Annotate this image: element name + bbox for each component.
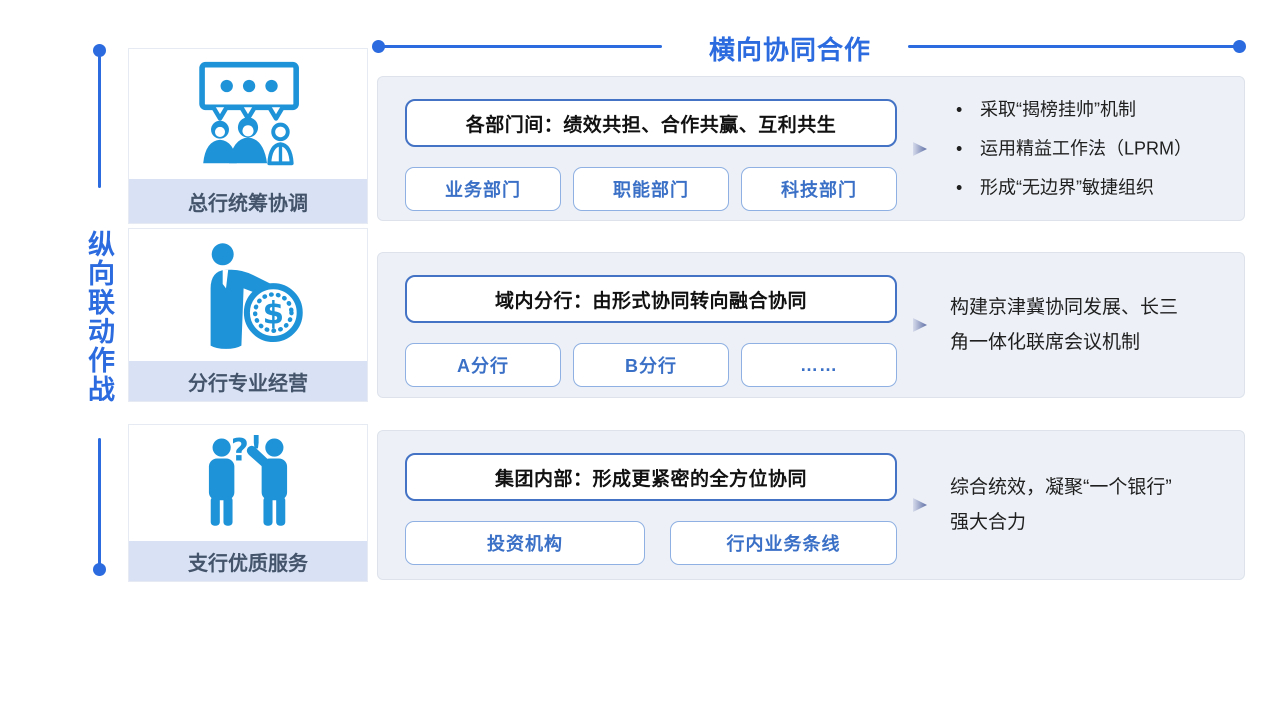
- discussion-people-icon: [129, 49, 367, 179]
- note-line: 构建京津冀协同发展、长三: [950, 297, 1179, 318]
- banker-with-coin-icon: $: [129, 229, 367, 361]
- tag-investment-orgs: 投资机构: [405, 521, 645, 565]
- right-arrow-icon: [911, 316, 929, 334]
- header-line-left-dot: [372, 40, 385, 53]
- note-item: 形成“无边界”敏捷组织: [950, 168, 1242, 207]
- header-line-left: [382, 45, 662, 48]
- note-line: 综合统效，凝聚“一个银行”: [950, 477, 1172, 498]
- panel-departments-title: 各部门间：绩效共担、合作共赢、互利共生: [405, 99, 897, 147]
- card-label-branch: 分行专业经营: [129, 361, 367, 401]
- svg-text:?: ?: [231, 433, 249, 468]
- card-label-head-office: 总行统筹协调: [129, 179, 367, 223]
- tag-tech-dept: 科技部门: [741, 167, 897, 211]
- vertical-rail-label: 纵向联动作战: [84, 230, 114, 404]
- header-line-right: [908, 45, 1236, 48]
- vertical-rail-top-line: [98, 56, 101, 188]
- tag-business-lines: 行内业务条线: [670, 521, 897, 565]
- note-line: 角一体化联席会议机制: [950, 332, 1141, 353]
- panel-group-internal: 集团内部：形成更紧密的全方位协同 投资机构 行内业务条线 综合统效，凝聚“一个银…: [377, 430, 1245, 580]
- note-item: 运用精益工作法（LPRM）: [950, 129, 1242, 168]
- tag-business-dept: 业务部门: [405, 167, 561, 211]
- card-sub-branch: ? ! 支行优质服务: [128, 424, 368, 582]
- header-title: 横向协同合作: [708, 35, 871, 65]
- right-arrow-icon: [911, 496, 929, 514]
- card-branch: $ 分行专业经营: [128, 228, 368, 402]
- panel-regional-title: 域内分行：由形式协同转向融合协同: [405, 275, 897, 323]
- panel-regional-branches: 域内分行：由形式协同转向融合协同 A分行 B分行 …… 构建京津冀协同发展、长三…: [377, 252, 1245, 398]
- vertical-rail-bottom-dot: [93, 563, 106, 576]
- panel-departments-notes: 采取“揭榜挂帅”机制 运用精益工作法（LPRM） 形成“无边界”敏捷组织: [950, 90, 1242, 207]
- note-line: 强大合力: [950, 512, 1027, 533]
- panel-group-title: 集团内部：形成更紧密的全方位协同: [405, 453, 897, 501]
- svg-text:!: !: [250, 433, 262, 462]
- header-line-right-dot: [1233, 40, 1246, 53]
- tag-function-dept: 职能部门: [573, 167, 729, 211]
- tag-branch-a: A分行: [405, 343, 561, 387]
- vertical-rail-bottom-line: [98, 438, 101, 566]
- card-label-sub-branch: 支行优质服务: [129, 541, 367, 581]
- vertical-rail-top-dot: [93, 44, 106, 57]
- panel-departments: 各部门间：绩效共担、合作共赢、互利共生 业务部门 职能部门 科技部门 采取“揭榜…: [377, 76, 1245, 221]
- right-arrow-icon: [911, 140, 929, 158]
- note-item: 采取“揭榜挂帅”机制: [950, 90, 1242, 129]
- panel-regional-notes: 构建京津冀协同发展、长三 角一体化联席会议机制: [950, 290, 1242, 360]
- service-dialogue-people-icon: ? !: [129, 425, 367, 541]
- card-head-office: 总行统筹协调: [128, 48, 368, 224]
- svg-text:$: $: [263, 296, 284, 332]
- tag-branch-more: ……: [741, 343, 897, 387]
- tag-branch-b: B分行: [573, 343, 729, 387]
- panel-group-notes: 综合统效，凝聚“一个银行” 强大合力: [950, 470, 1242, 540]
